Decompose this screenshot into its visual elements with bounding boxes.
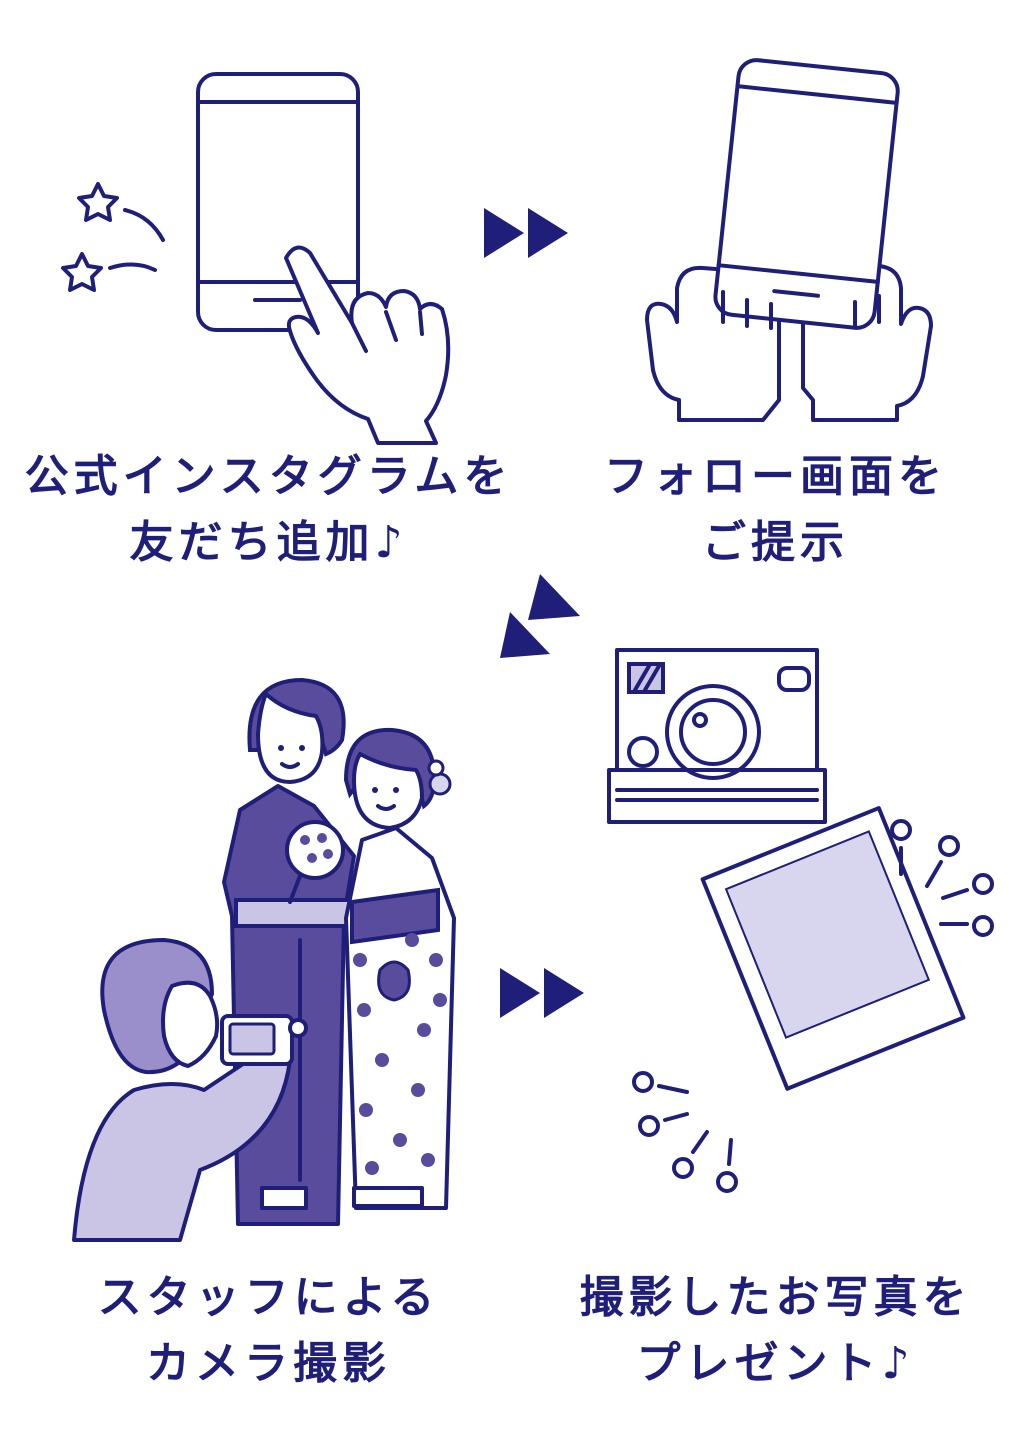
- arrow-right-icon-2: [500, 968, 584, 1018]
- step-3-caption: スタッフによる カメラ撮影: [20, 1265, 517, 1397]
- phone-tap-icon: [61, 72, 451, 445]
- phone-hands-icon: [645, 58, 933, 422]
- step-4-line-2: プレゼント♪: [636, 1338, 915, 1389]
- step-3-line-2: カメラ撮影: [146, 1338, 391, 1389]
- step-2-caption: フォロー画面を ご提示: [517, 444, 1034, 576]
- step-3-line-1: スタッフによる: [97, 1272, 440, 1323]
- step-1-line-2: 友だち追加♪: [129, 517, 408, 568]
- step-1-line-1: 公式インスタグラムを: [24, 451, 513, 502]
- step-3: スタッフによる カメラ撮影: [0, 640, 517, 1449]
- step-1: 公式インスタグラムを 友だち追加♪: [0, 0, 517, 600]
- step-4-caption: 撮影したお写真を プレゼント♪: [517, 1265, 1034, 1397]
- step-2-line-1: フォロー画面を: [604, 451, 947, 502]
- step-1-caption: 公式インスタグラムを 友だち追加♪: [20, 444, 517, 576]
- step-4: 撮影したお写真を プレゼント♪: [517, 640, 1034, 1449]
- arrow-down-left-icon: [500, 574, 580, 658]
- step-4-line-1: 撮影したお写真を: [579, 1272, 972, 1323]
- arrow-right-icon: [484, 208, 568, 258]
- step-2-line-2: ご提示: [702, 517, 849, 568]
- step-2: フォロー画面を ご提示: [517, 0, 1034, 600]
- staff-photographing-icon: [72, 677, 456, 1242]
- instant-camera-icon: [607, 648, 994, 1193]
